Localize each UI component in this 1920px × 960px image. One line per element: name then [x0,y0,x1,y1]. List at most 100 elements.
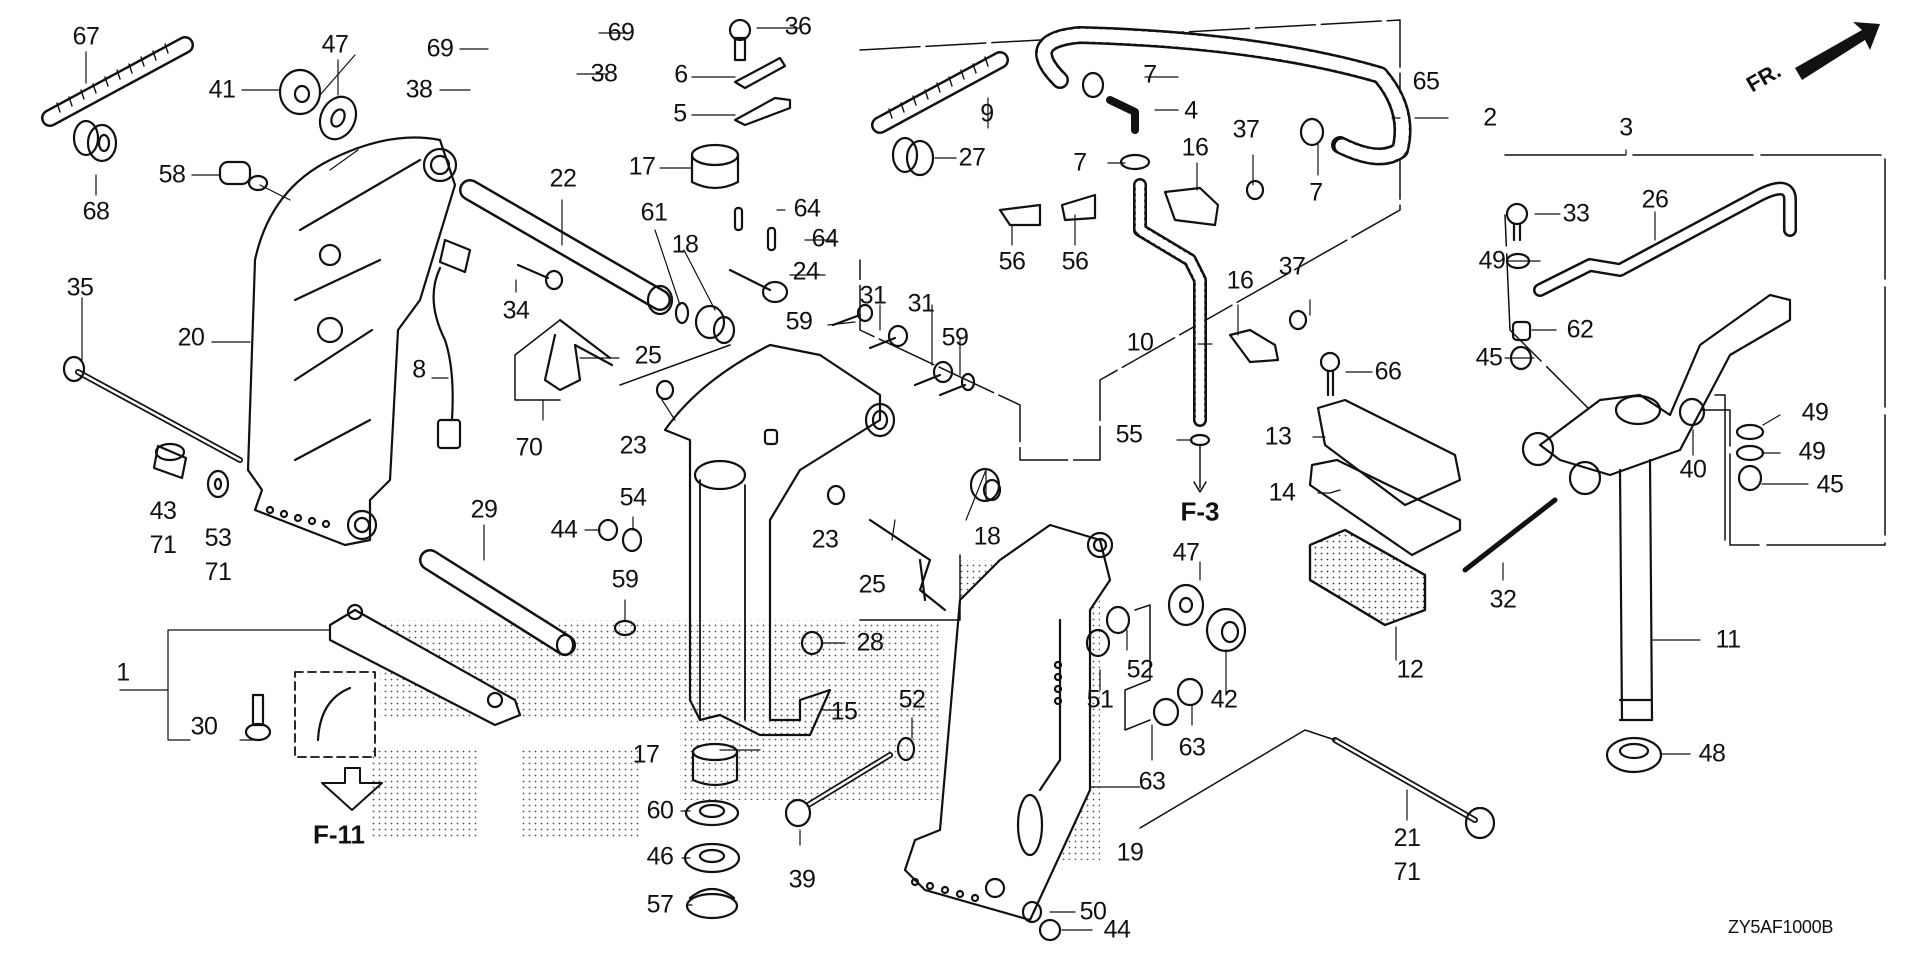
callout-7: 7 [1073,148,1087,177]
callout-61: 61 [640,198,668,227]
tilt-tube-22 [459,179,674,316]
callout-19: 19 [1116,838,1144,867]
callout-52: 52 [898,685,926,714]
callout-50: 50 [1079,897,1107,926]
lever-25-upper [543,318,614,392]
screws-37 [1245,179,1308,331]
nut-63-a [1152,697,1180,727]
callout-33: 33 [1562,199,1590,228]
gasket-14 [1308,458,1462,557]
grommet-68 [72,119,118,163]
shaft-29 [419,549,576,657]
fitting-58 [218,160,269,192]
cover-13 [1316,398,1462,507]
pin-24 [728,268,789,304]
stopper-5-6 [733,56,792,127]
callout-25: 25 [634,341,662,370]
callout-54: 54 [619,483,647,512]
callout-2: 2 [1483,103,1497,132]
leader-lines [81,27,1809,931]
clip-55 [1189,433,1211,447]
nut-63-b [1176,677,1204,707]
ground-cable [316,686,352,742]
washer-47-lower [1167,583,1205,627]
elbow-4 [1106,96,1139,134]
clamps-7 [1081,71,1325,171]
seal-60 [684,799,740,827]
callout-62: 62 [1566,315,1594,344]
callout-32: 32 [1489,585,1517,614]
collar-62 [1511,320,1532,342]
section-ref-f3[interactable]: F-3 [1180,496,1220,527]
callout-49: 49 [1801,398,1829,427]
washer-52-right [1105,605,1131,635]
swivel-case-15 [663,343,896,737]
washer-61 [674,301,690,325]
callout-22: 22 [549,164,577,193]
callout-66: 66 [1374,357,1402,386]
callout-57: 57 [646,890,674,919]
callout-15: 15 [830,697,858,726]
washer-47-top [318,95,358,141]
callout-31: 31 [907,289,935,318]
callout-59: 59 [785,307,813,336]
callout-26: 26 [1641,185,1669,214]
fitting-59-lower [613,619,637,637]
callout-text: 53 71 [204,524,232,586]
bolt-66 [1319,351,1341,397]
callout-47: 47 [321,30,349,59]
ref-arrow-f11 [321,767,383,811]
corrugated-tube-9 [871,51,1009,134]
callout-49: 49 [1798,437,1826,466]
callout-63: 63 [1138,767,1166,796]
bushing-17-lower [691,742,739,787]
washer-54 [621,527,643,553]
callout-11: 11 [1715,625,1741,654]
bushing-17-top [690,143,740,190]
bolt-36 [728,18,752,62]
callout-37: 37 [1232,115,1260,144]
callout-24: 24 [792,257,820,286]
callout-64: 64 [811,224,839,253]
group-box-inner [1714,394,1726,541]
callout-46: 46 [646,842,674,871]
callout-40: 40 [1679,455,1707,484]
nut-42 [1205,607,1247,653]
callout-39: 39 [788,865,816,894]
callout-3: 3 [1619,113,1633,142]
bolt-30 [244,693,272,742]
front-direction-arrow [1795,22,1880,80]
callout-23: 23 [811,525,839,554]
callout-70: 70 [515,433,543,462]
bushing-18-top [694,304,736,345]
block-12 [1308,528,1427,627]
nut-44-lower [1038,918,1062,942]
section-ref-f11[interactable]: F-11 [312,819,366,850]
callout-65: 65 [1412,67,1440,96]
callout-31: 31 [859,281,887,310]
callout-38: 38 [590,59,618,88]
bolt-35 [62,355,243,463]
callout-38: 38 [405,75,433,104]
callout-35: 35 [66,273,94,302]
group-box-2 [859,19,1401,461]
callout-9: 9 [980,99,994,128]
callout-34: 34 [502,296,530,325]
cap-57 [685,887,739,920]
group-box-25 [859,554,961,621]
washer-48 [1605,736,1663,774]
nut-40 [1678,397,1706,427]
dashed-box-cable [294,671,376,758]
clamps-56 [998,193,1097,227]
callout-18: 18 [973,522,1001,551]
lever-25-lower [868,518,947,612]
callout-25: 25 [858,570,886,599]
callout-23: 23 [619,431,647,460]
callout-45: 45 [1816,470,1844,499]
collar-43 [152,442,188,480]
callout-12: 12 [1396,655,1424,684]
callout-16: 16 [1181,133,1209,162]
callout-6: 6 [674,60,688,89]
